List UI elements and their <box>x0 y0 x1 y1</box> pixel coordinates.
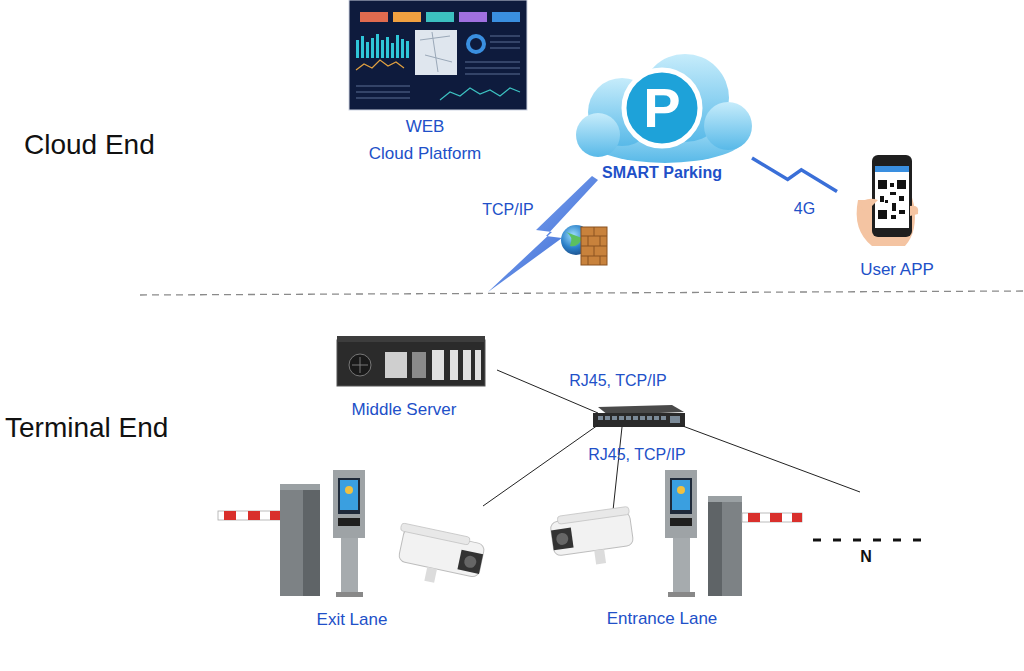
ellipsis-dashes <box>813 539 921 542</box>
lane-node: Entrance Lane <box>527 462 797 632</box>
map-panel <box>415 30 457 75</box>
map-roads <box>420 32 452 72</box>
tile <box>360 12 388 22</box>
donut-chart <box>468 36 484 52</box>
link-label: TCP/IP <box>482 200 534 219</box>
node-text: P <box>572 78 752 138</box>
firewall-icon <box>561 225 607 265</box>
count-label: N <box>860 547 872 566</box>
server-node: Middle Server <box>324 335 484 423</box>
node-text: WEB <box>335 117 515 137</box>
list-lines <box>356 36 520 98</box>
node-text: Middle Server <box>324 400 484 420</box>
platform-node: WEB Cloud Platform <box>335 0 515 166</box>
tile <box>459 12 487 22</box>
node-text: Entrance Lane <box>527 609 797 629</box>
lightning-link <box>752 158 837 191</box>
line-chart <box>440 88 520 100</box>
cloud-node: P SMART Parking <box>572 60 752 185</box>
node-text: SMART Parking <box>572 163 752 183</box>
separator-line <box>140 291 1024 295</box>
bar-chart <box>356 34 409 58</box>
node-text: Cloud Platform <box>335 144 515 164</box>
tile <box>426 12 454 22</box>
phone-in-hand <box>857 155 919 246</box>
entrance-lane-equipment <box>549 470 802 597</box>
section-title: Cloud End <box>24 128 155 162</box>
node-text: Exit Lane <box>207 610 497 630</box>
server-box <box>337 336 485 386</box>
app-node: User APP <box>837 148 957 282</box>
screen-frame <box>349 0 527 110</box>
dashboard-screen <box>349 0 527 110</box>
network-switch <box>593 405 685 427</box>
edge-label: 4G <box>794 199 815 218</box>
link-label: RJ45, TCP/IP <box>569 371 667 390</box>
exit-lane-equipment <box>218 470 486 597</box>
line-chart <box>356 60 404 70</box>
tile <box>393 12 421 22</box>
network-wires <box>483 370 860 520</box>
tile <box>492 12 520 22</box>
node-text: User APP <box>837 260 957 280</box>
link-label: RJ45, TCP/IP <box>588 445 686 464</box>
section-title: Terminal End <box>5 411 168 445</box>
lane-node: Exit Lane <box>207 462 497 632</box>
